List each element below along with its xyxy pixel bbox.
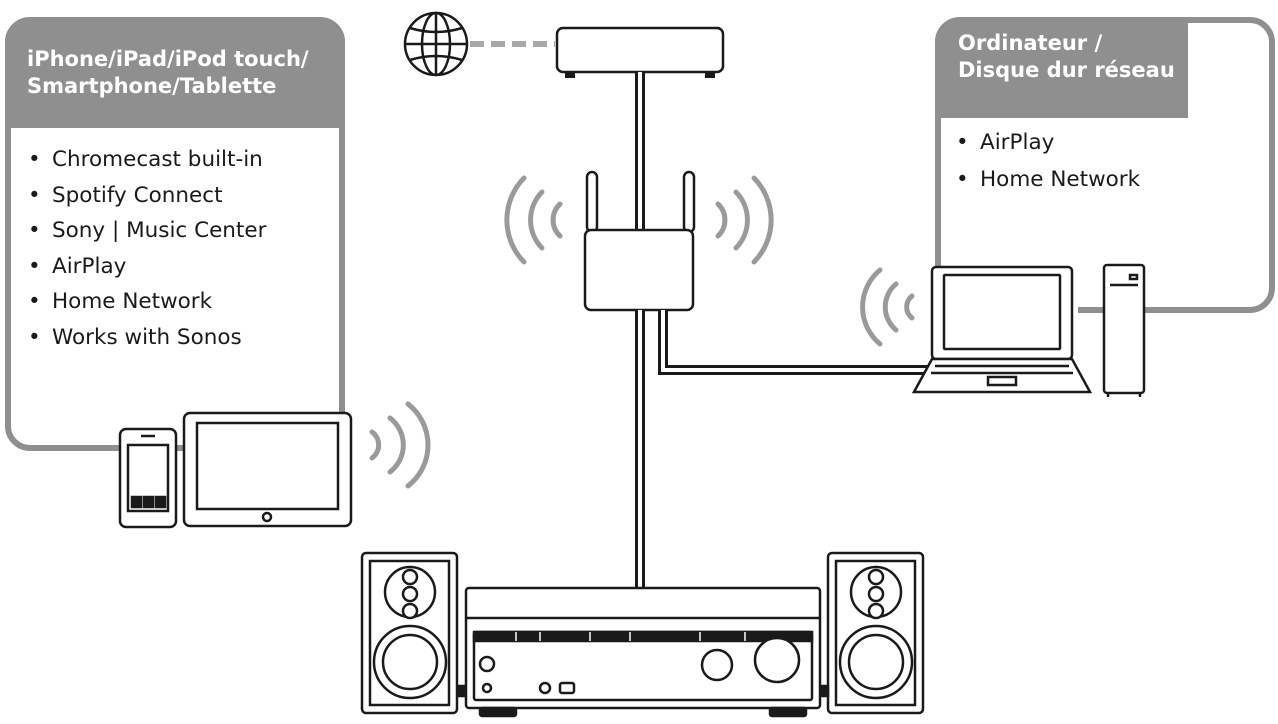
wireless-waves-icon: [504, 175, 774, 265]
right-panel-header: [935, 17, 1188, 118]
nas-icon: [1102, 263, 1146, 397]
globe-icon: [403, 11, 469, 77]
left-feature-list: Chromecast built-in Spotify Connect Sony…: [24, 142, 266, 355]
right-panel-title-line-1: Ordinateur /: [958, 31, 1103, 55]
left-panel-title: iPhone/iPad/iPod touch/ Smartphone/Table…: [27, 46, 309, 100]
left-panel-title-line-1: iPhone/iPad/iPod touch/: [27, 47, 309, 71]
list-item: Home Network: [24, 284, 266, 320]
right-panel-title: Ordinateur / Disque dur réseau: [958, 30, 1175, 84]
list-item: AirPlay: [24, 249, 266, 285]
list-item: Sony | Music Center: [24, 213, 266, 249]
router-laptop-cable: [658, 310, 930, 375]
laptop-waves-icon: [860, 267, 915, 347]
right-panel-title-line-2: Disque dur réseau: [958, 58, 1175, 82]
laptop-icon: [911, 265, 1093, 394]
left-panel-title-line-2: Smartphone/Tablette: [27, 74, 277, 98]
smartphone-icon: [118, 427, 178, 529]
av-receiver-icon: [456, 586, 830, 718]
tablet-waves-icon: [369, 401, 431, 489]
right-feature-list: AirPlay Home Network: [952, 124, 1140, 198]
list-item: Home Network: [952, 161, 1140, 198]
wifi-router-icon: [583, 228, 695, 312]
list-item: Spotify Connect: [24, 178, 266, 214]
list-item: AirPlay: [952, 124, 1140, 161]
list-item: Chromecast built-in: [24, 142, 266, 178]
left-speaker-icon: [360, 551, 459, 715]
left-panel-header: [5, 17, 345, 128]
list-item: Works with Sonos: [24, 320, 266, 356]
modem-icon: [555, 26, 725, 78]
right-panel: [935, 17, 1275, 313]
right-speaker-icon: [826, 551, 925, 715]
tablet-icon: [182, 411, 353, 528]
